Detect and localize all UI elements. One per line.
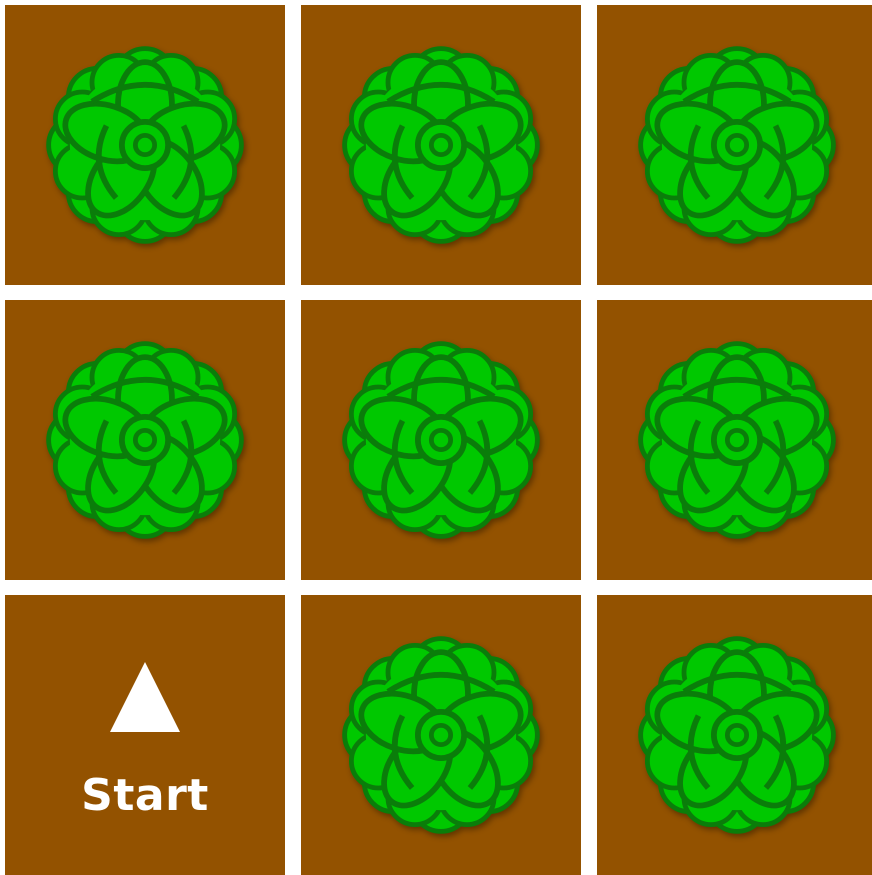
tile-r0-c2[interactable] — [597, 5, 872, 285]
up-triangle-icon — [110, 662, 180, 732]
flower-icon — [39, 334, 251, 546]
tile-start[interactable]: Start — [5, 595, 285, 875]
start-label: Start — [81, 770, 209, 821]
flower-icon — [335, 629, 547, 841]
tile-r2-c1[interactable] — [301, 595, 581, 875]
flower-icon — [335, 39, 547, 251]
tile-r2-c2[interactable] — [597, 595, 872, 875]
flower-icon — [631, 39, 843, 251]
tile-r1-c1[interactable] — [301, 300, 581, 580]
start-marker: Start — [5, 595, 285, 875]
flower-icon — [335, 334, 547, 546]
tile-r0-c0[interactable] — [5, 5, 285, 285]
flower-icon — [631, 629, 843, 841]
flower-icon — [631, 334, 843, 546]
tile-r1-c2[interactable] — [597, 300, 872, 580]
tile-r1-c0[interactable] — [5, 300, 285, 580]
flower-icon — [39, 39, 251, 251]
tile-r0-c1[interactable] — [301, 5, 581, 285]
